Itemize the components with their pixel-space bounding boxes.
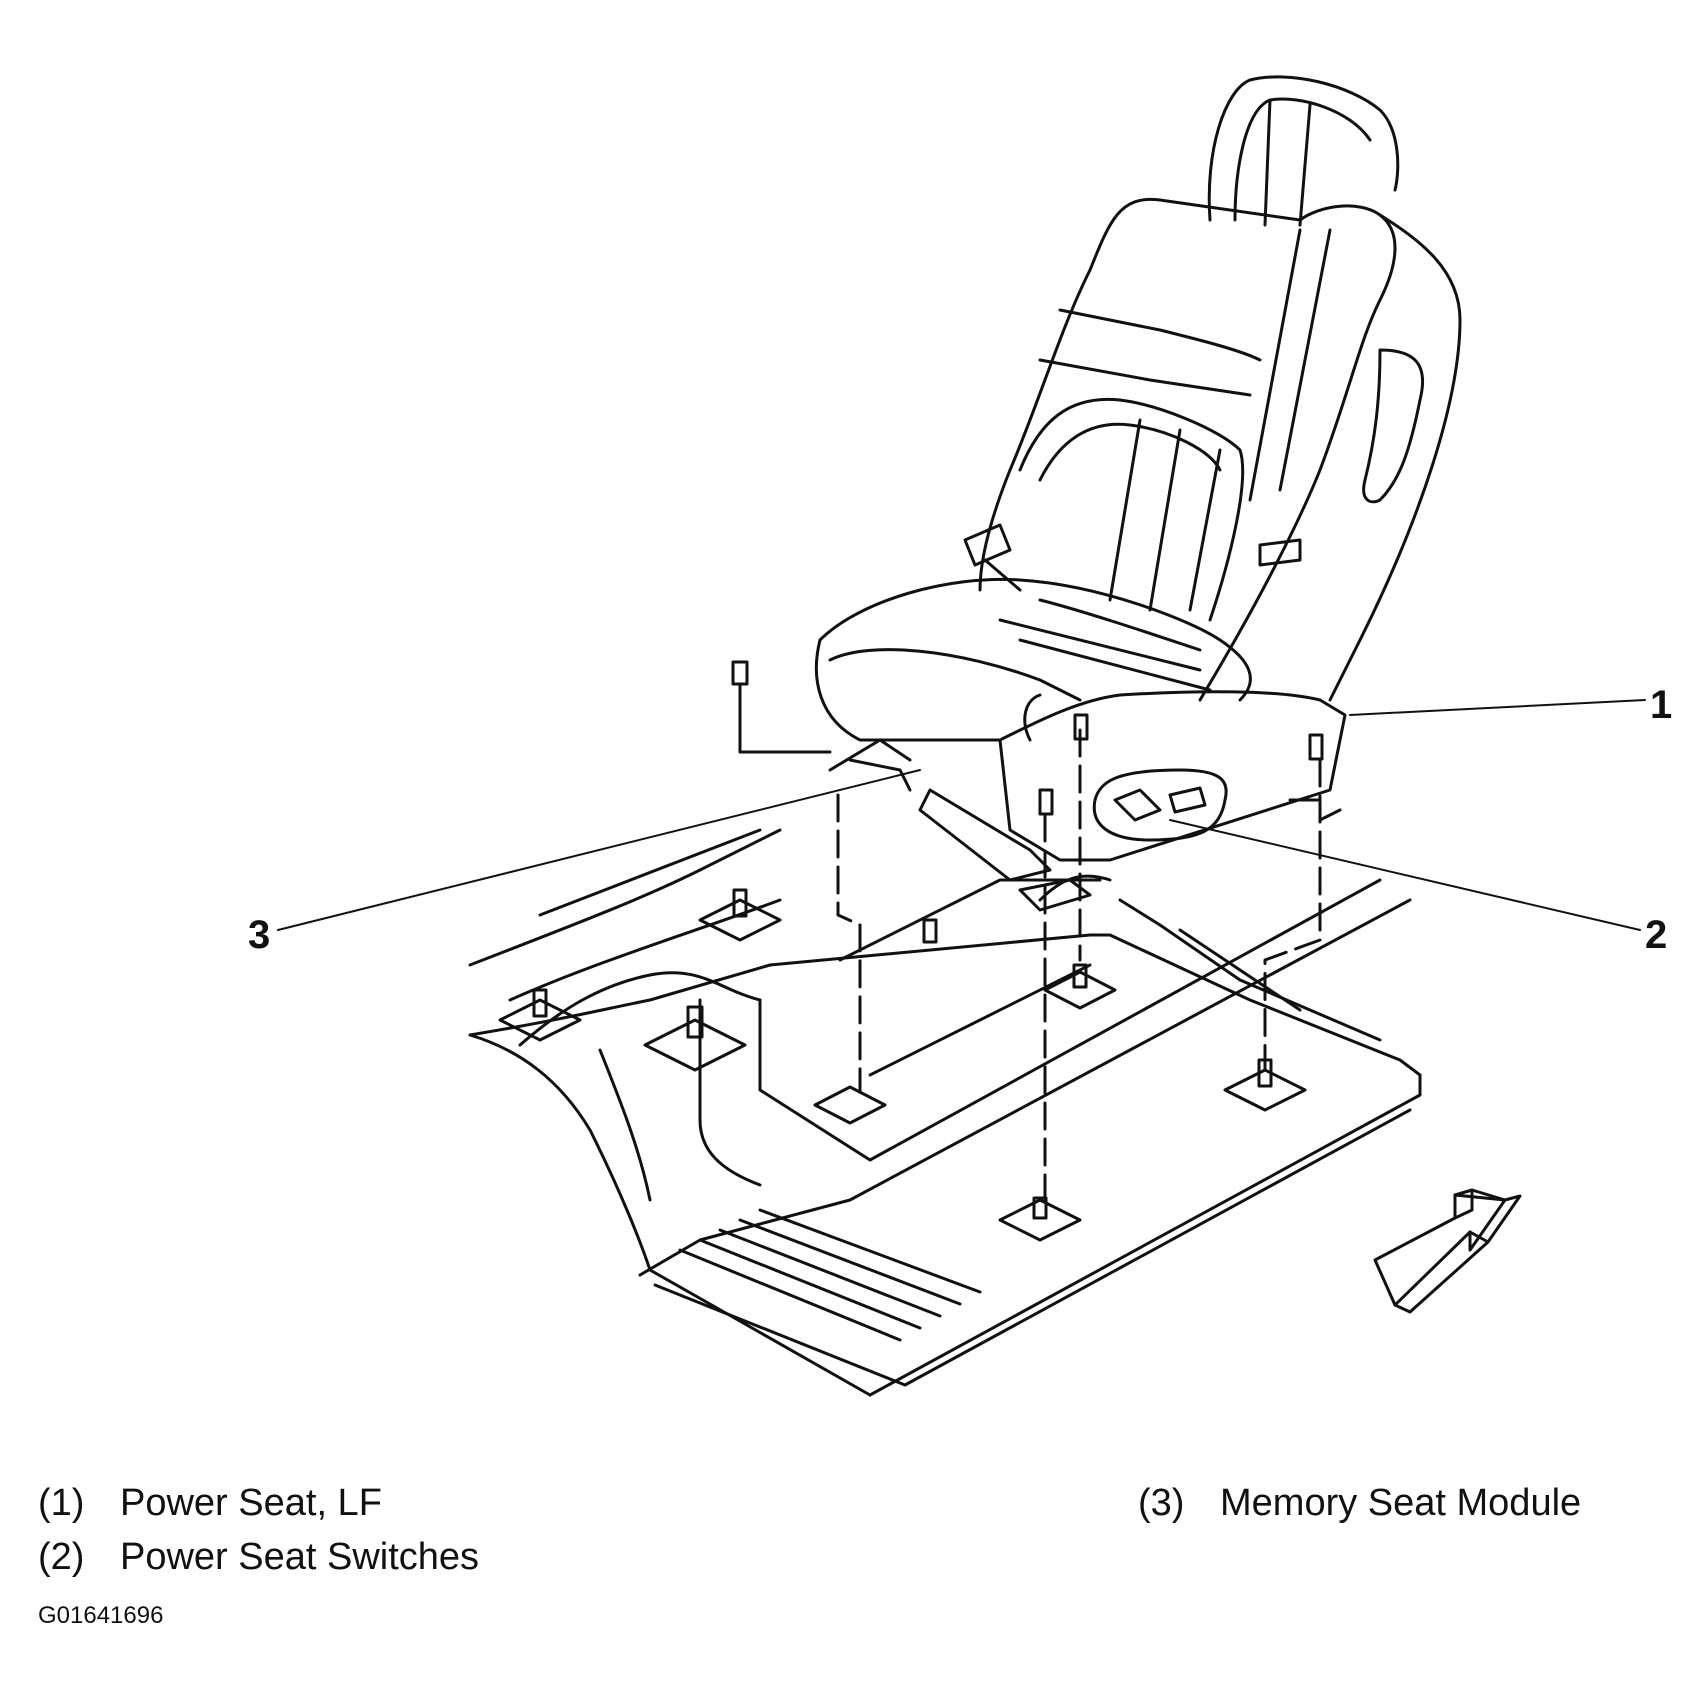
alignment-lines	[836, 728, 1322, 1202]
front-direction-arrow-icon	[1373, 1188, 1522, 1314]
callout-3: 3	[248, 913, 270, 957]
figure-id: G01641696	[38, 1602, 164, 1629]
leader-lines	[277, 699, 1646, 931]
legend-item-3: (3) Memory Seat Module	[1138, 1484, 1581, 1522]
legend-label: Memory Seat Module	[1220, 1482, 1582, 1524]
legend-label: Power Seat Switches	[120, 1536, 480, 1578]
seat-installation-diagram: 1 2 3	[248, 75, 1672, 1397]
power-seat-lf	[814, 75, 1462, 912]
legend-item-1: (1) Power Seat, LF	[38, 1484, 382, 1522]
seat-bolt	[731, 660, 832, 754]
legend-number: (2)	[38, 1536, 85, 1578]
legend-number: (3)	[1138, 1482, 1185, 1524]
callout-1: 1	[1650, 683, 1672, 727]
legend-label: Power Seat, LF	[120, 1482, 382, 1524]
legend-number: (1)	[38, 1482, 85, 1524]
callout-2: 2	[1645, 913, 1667, 957]
legend-item-2: (2) Power Seat Switches	[38, 1538, 479, 1576]
floor-pan	[468, 828, 1422, 1397]
